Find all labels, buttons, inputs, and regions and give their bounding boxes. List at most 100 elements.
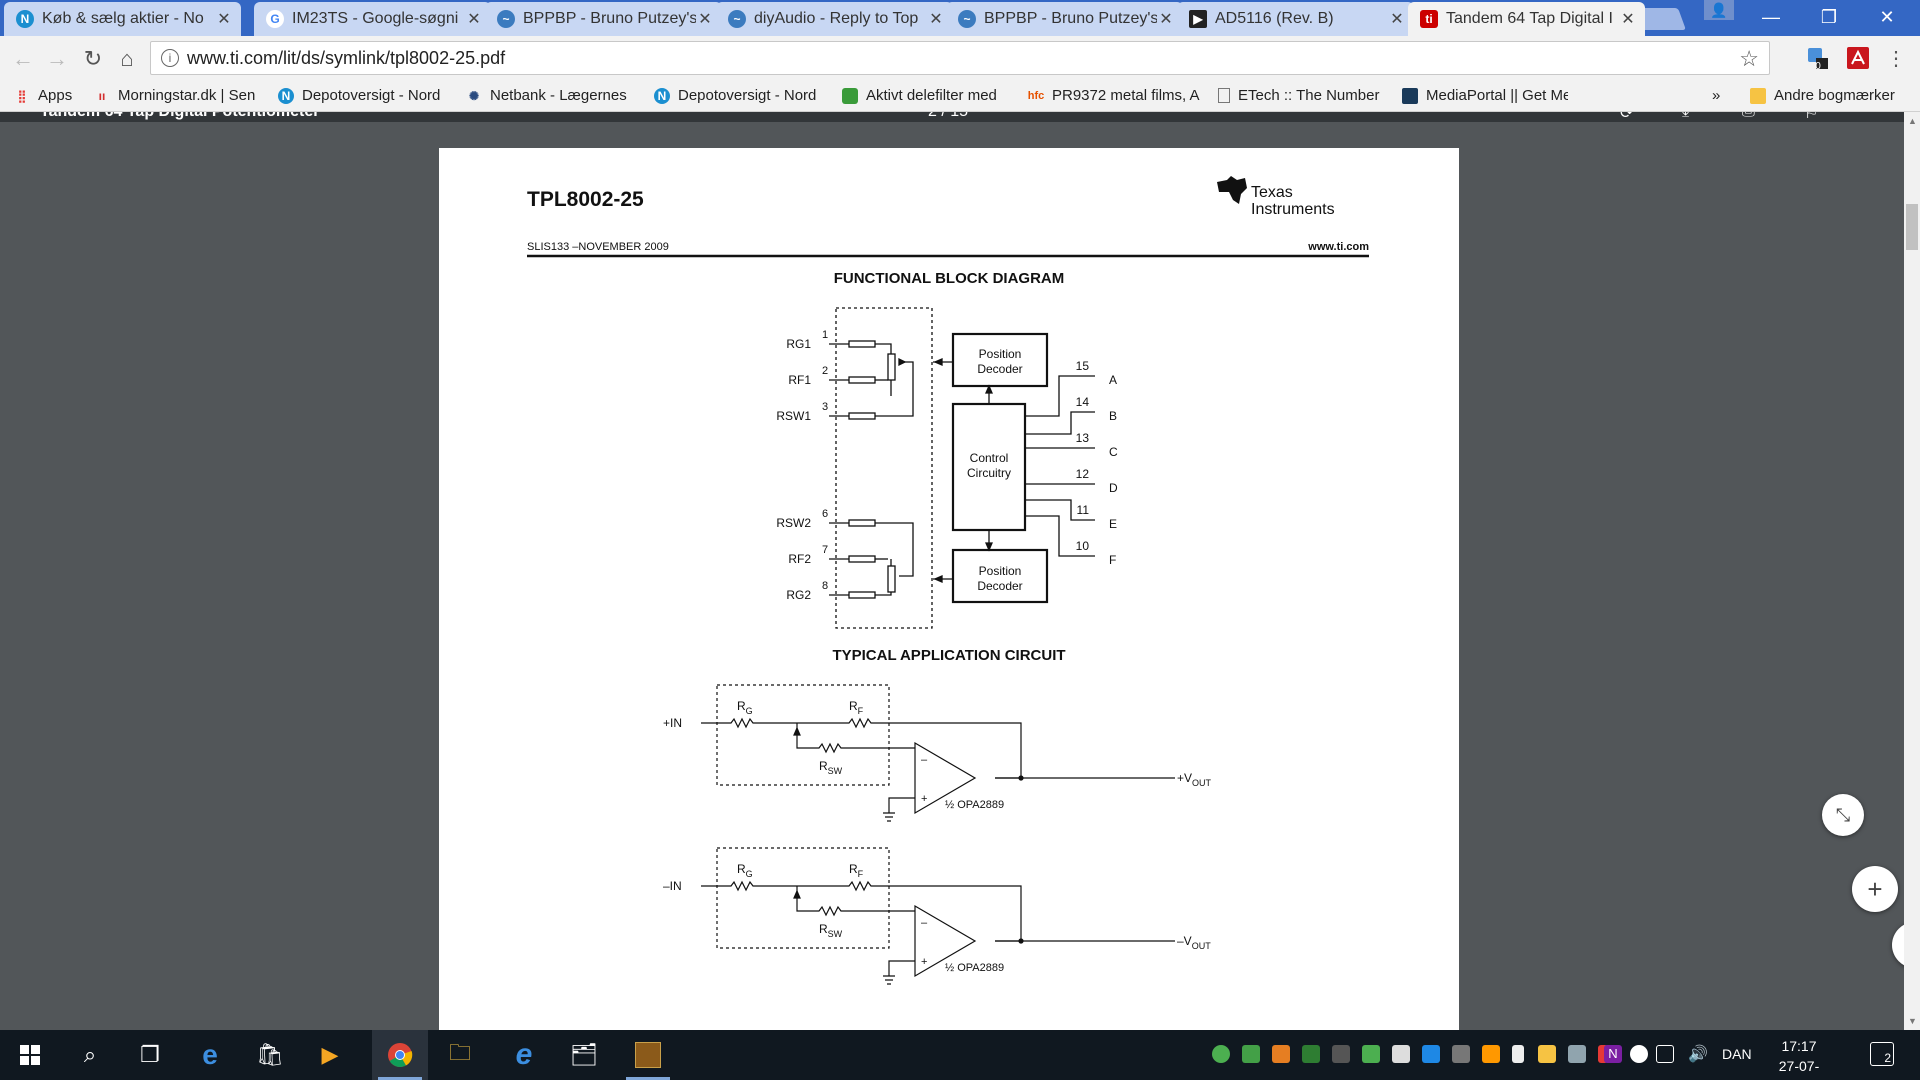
tray-icon-7[interactable]: [1392, 1045, 1410, 1063]
tab-2[interactable]: G IM23TS - Google-søgni ✕: [254, 2, 491, 36]
close-icon[interactable]: ✕: [467, 11, 481, 28]
rotate-icon[interactable]: ⟳: [1620, 112, 1634, 122]
notifications-icon[interactable]: 2: [1870, 1042, 1894, 1066]
volume-icon[interactable]: 🔊: [1688, 1046, 1708, 1063]
download-icon[interactable]: ⤓: [1682, 112, 1689, 121]
bookmark-netbank[interactable]: ✺ Netbank - Lægernes: [466, 87, 636, 104]
block-diagram-title: FUNCTIONAL BLOCK DIAGRAM: [834, 270, 1065, 287]
bookmark-apps[interactable]: ⣿ Apps: [14, 87, 86, 104]
bookmarks-overflow-button[interactable]: »: [1712, 87, 1732, 104]
application-circuit-noninverting: +IN RG RF RSW – + ½ OPA2889 +VOUT: [663, 684, 1212, 822]
back-button[interactable]: ←: [12, 46, 34, 71]
tray-icon-9[interactable]: [1452, 1045, 1470, 1063]
chrome-icon[interactable]: [372, 1030, 428, 1080]
rsw-label: RSW: [819, 759, 843, 776]
file-explorer-icon[interactable]: 🗀: [448, 1040, 471, 1065]
info-icon[interactable]: i: [161, 49, 179, 67]
dropbox-icon[interactable]: [1422, 1045, 1440, 1063]
print-icon[interactable]: ⎙: [1742, 112, 1755, 121]
tab-6[interactable]: ▶ AD5116 (Rev. B) ✕: [1177, 2, 1414, 36]
shield-icon[interactable]: [1302, 1045, 1320, 1063]
scrollbar[interactable]: ▲ ▼: [1904, 112, 1920, 1030]
internet-explorer-icon[interactable]: e: [515, 1038, 533, 1071]
tab-1[interactable]: N Køb & sælg aktier - No ✕: [4, 2, 241, 36]
tray-icon-10[interactable]: [1482, 1045, 1500, 1063]
tray-icon-1[interactable]: [1212, 1045, 1230, 1063]
close-icon[interactable]: ✕: [698, 11, 712, 28]
bookmark-depotoversigt-2[interactable]: N Depotoversigt - Nord: [654, 87, 826, 104]
tray-icon-13[interactable]: [1568, 1045, 1586, 1063]
tab-3[interactable]: ~ BPPBP - Bruno Putzey's ✕: [485, 2, 722, 36]
network-icon[interactable]: [1656, 1045, 1674, 1063]
tab-4[interactable]: ~ diyAudio - Reply to Top ✕: [716, 2, 953, 36]
pin-label: D: [1109, 481, 1118, 495]
tray-icon-2[interactable]: [1242, 1045, 1260, 1063]
app-icon-dos[interactable]: [620, 1030, 676, 1080]
acrobat-icon[interactable]: [1846, 46, 1870, 70]
pdf-viewer[interactable]: TPL8002-25 Texas Instruments SLIS133 –NO…: [0, 122, 1904, 1030]
language-indicator[interactable]: DAN: [1722, 1046, 1752, 1062]
zoom-in-button[interactable]: +: [1852, 866, 1898, 912]
tray-icon-12[interactable]: [1538, 1045, 1556, 1063]
profile-icon[interactable]: 👤: [1704, 0, 1734, 20]
zoom-out-button[interactable]: −: [1892, 922, 1904, 968]
fit-page-button[interactable]: ⤡: [1822, 794, 1864, 836]
bookmark-pr9372[interactable]: hfc PR9372 metal films, A: [1028, 87, 1200, 104]
menu-icon[interactable]: ⋮: [1886, 47, 1906, 70]
bookmark-pdf-icon[interactable]: ⚐: [1804, 112, 1819, 122]
tray-icon-3[interactable]: [1272, 1045, 1290, 1063]
edge-icon[interactable]: e: [202, 1039, 218, 1070]
pdf-play-icon: ▶: [1189, 10, 1207, 28]
close-icon[interactable]: ✕: [1159, 11, 1173, 28]
close-window-button[interactable]: ✕: [1879, 6, 1895, 27]
tray-icon-14[interactable]: [1598, 1045, 1608, 1063]
close-icon[interactable]: ✕: [929, 11, 943, 28]
forward-button[interactable]: →: [46, 46, 68, 71]
restore-button[interactable]: ❐: [1820, 6, 1838, 27]
tray-icon-6[interactable]: [1362, 1045, 1380, 1063]
ti-icon: ti: [1420, 10, 1438, 28]
tab-7-active[interactable]: ti Tandem 64 Tap Digital I ✕: [1408, 2, 1645, 36]
bookmark-other[interactable]: Andre bogmærker: [1750, 87, 1918, 104]
pin-label: RG1: [786, 337, 811, 351]
bookmark-etech[interactable]: ETech :: The Number: [1218, 87, 1382, 104]
bookmark-mediaportal[interactable]: MediaPortal || Get Me: [1402, 87, 1568, 104]
clock[interactable]: 17:17 27-07-2017: [1764, 1036, 1834, 1080]
pin-label: B: [1109, 409, 1117, 423]
rg-label: RG: [737, 699, 753, 716]
close-icon[interactable]: ✕: [1390, 11, 1404, 28]
bookmark-depotoversigt-1[interactable]: N Depotoversigt - Nord: [278, 87, 450, 104]
logo-line2: Instruments: [1251, 201, 1335, 218]
rf-label: RF: [849, 862, 864, 879]
url-text[interactable]: www.ti.com/lit/ds/symlink/tpl8002-25.pdf: [187, 47, 506, 68]
scrollbar-thumb[interactable]: [1906, 204, 1918, 250]
task-view-icon[interactable]: ❐: [140, 1042, 160, 1067]
pin-number: 3: [822, 401, 828, 413]
address-bar[interactable]: i www.ti.com/lit/ds/symlink/tpl8002-25.p…: [150, 41, 1770, 75]
battery-icon[interactable]: [1512, 1045, 1524, 1063]
bookmark-morningstar[interactable]: ıı Morningstar.dk | Sen: [94, 87, 264, 104]
tray-icon-16[interactable]: [1630, 1045, 1648, 1063]
extension-icon[interactable]: [1806, 46, 1830, 70]
minimize-button[interactable]: —: [1762, 6, 1780, 27]
explorer-window-icon[interactable]: 🗂: [570, 1042, 598, 1067]
bookmark-star-icon[interactable]: ☆: [1739, 46, 1759, 71]
bookmark-delefilter[interactable]: Aktivt delefilter med: [842, 87, 1012, 104]
tray-icon-5[interactable]: [1332, 1045, 1350, 1063]
bookmark-label: Depotoversigt - Nord: [678, 87, 817, 104]
home-button[interactable]: ⌂: [120, 46, 134, 71]
reload-button[interactable]: ↻: [83, 46, 103, 71]
store-icon[interactable]: 🛍: [256, 1042, 284, 1067]
start-button[interactable]: [2, 1030, 58, 1080]
close-icon[interactable]: ✕: [217, 11, 231, 28]
scroll-down-icon[interactable]: ▼: [1908, 1016, 1917, 1026]
tab-5[interactable]: ~ BPPBP - Bruno Putzey's ✕: [946, 2, 1183, 36]
close-icon[interactable]: ✕: [1621, 11, 1635, 28]
datasheet-page-svg: TPL8002-25 Texas Instruments SLIS133 –NO…: [527, 176, 1369, 985]
svg-text:–: –: [921, 754, 928, 766]
onenote-icon[interactable]: N: [1604, 1045, 1622, 1063]
scroll-up-icon[interactable]: ▲: [1908, 116, 1917, 126]
pin-labels: RG1 1 RF1 2 RSW1 3 RSW2 6 RF2 7 RG2 8 15…: [776, 329, 1118, 602]
media-player-icon[interactable]: ▶: [321, 1042, 339, 1067]
search-icon[interactable]: ⌕: [83, 1042, 97, 1067]
